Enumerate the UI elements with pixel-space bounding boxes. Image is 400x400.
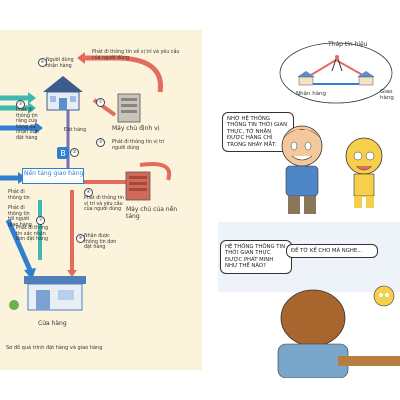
left-page: B Nền tảng giao hàng Cửa hàng Phát đi th… — [0, 30, 202, 370]
platform-server-label: Máy chủ của nền tảng — [126, 206, 178, 220]
bush-icon — [9, 300, 19, 310]
step-2: Máy chủ định vị — [112, 125, 160, 132]
step-num-1: ① — [96, 98, 105, 107]
speech-bubble-2: HỆ THỐNG THÔNG TIN THỜI GIAN THỰC ĐƯỢC P… — [220, 240, 292, 274]
step-6: Người dùng nhận hàng — [46, 58, 74, 69]
tower-icon — [331, 55, 343, 72]
receiver-house-icon — [297, 71, 315, 86]
step-num-8: ⑧ — [76, 234, 85, 243]
tower-label: Tháp tín hiệu — [328, 41, 368, 48]
step-left-a: Phát đi thông tin — [8, 190, 30, 201]
boy-character — [281, 125, 323, 214]
step-num-4: ④ — [84, 188, 93, 197]
store-label: Cửa hàng — [38, 320, 67, 327]
step-num-7: ⑦ — [36, 216, 45, 225]
step-num-3: ③ — [96, 138, 105, 147]
speech-bubble-3: ĐỂ TỚ KỂ CHO MÀ NGHE... — [286, 244, 378, 259]
step-num-2: ② — [70, 148, 79, 157]
delivery-app-icon: B — [57, 147, 69, 159]
house-icon — [43, 76, 83, 111]
yellow-creature-small — [373, 285, 395, 307]
svg-text:B: B — [60, 149, 66, 158]
thought-cloud — [279, 42, 393, 104]
right-page: Tháp tín hiệu Nhận hàng Giao hàng NHỜ HỆ… — [218, 30, 400, 378]
step-top-left: Phát đi thông tin về vị trí và yêu cầu c… — [92, 50, 180, 61]
platform-label: Nền tảng giao hàng — [24, 170, 84, 177]
platform-server-icon — [125, 171, 151, 201]
step-5: Phát đi thông tin rằng cửa hàng đã nhận … — [16, 108, 39, 141]
store-icon — [24, 276, 86, 311]
desk — [338, 356, 400, 366]
step-delivery: Đặt hàng — [64, 128, 87, 133]
step-7: Phát đi thông tin xác nhận đơn đặt hàng — [16, 226, 49, 243]
step-8: Nhận được thông tin đơn đặt hàng — [84, 234, 117, 251]
platform-box — [22, 168, 84, 184]
yellow-creature — [345, 137, 383, 208]
step-left-b: Phát đi thông tin tới người giao hàng — [8, 206, 32, 228]
step-num-6: ⑥ — [38, 58, 47, 67]
delivery-label: Giao hàng — [380, 89, 394, 101]
step-4: Phát đi thông tin vị trí và yêu cầu của … — [84, 196, 124, 213]
step-3: Phát đi thông tin vị trí người dùng — [112, 140, 165, 151]
step-num-5: ⑤ — [16, 100, 25, 109]
delivery-house-icon — [357, 71, 375, 86]
receiver-label: Nhận hàng — [296, 91, 327, 97]
caption: Sơ đồ quá trình đặt hàng và giao hàng — [6, 345, 103, 351]
server-icon — [117, 93, 141, 123]
kid-back-character — [277, 289, 349, 378]
